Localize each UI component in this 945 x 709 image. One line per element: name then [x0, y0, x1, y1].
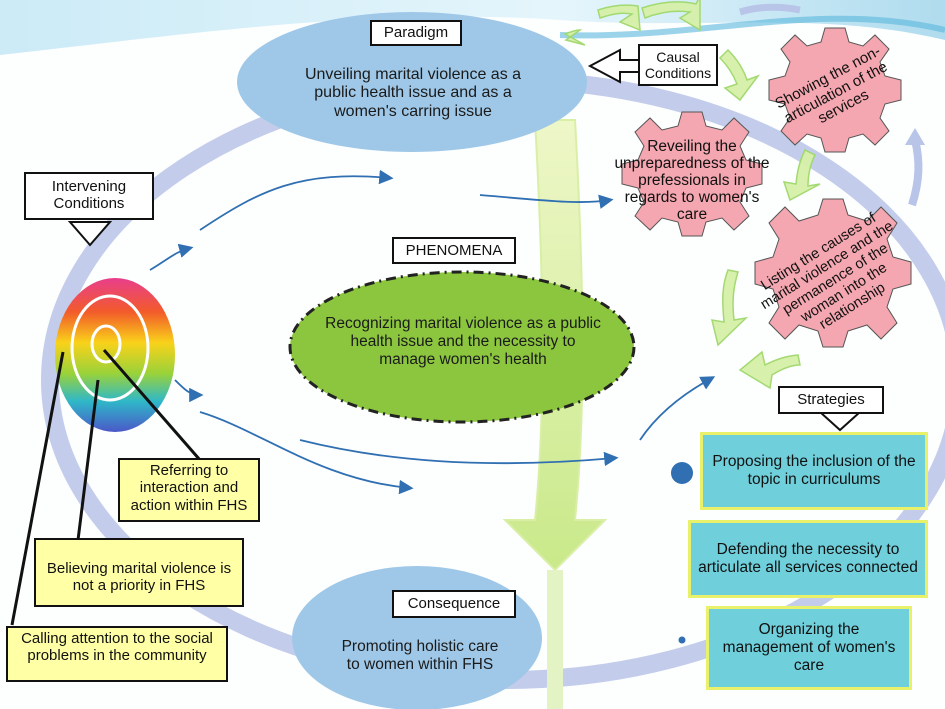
paradigm-ellipse	[237, 12, 587, 152]
phenomena-text: Recognizing marital violence as a public…	[325, 315, 601, 368]
top-sweep-decoration	[0, 0, 945, 55]
paradigm-label: Paradigm	[370, 20, 462, 46]
strategy-bullet-large	[671, 462, 693, 484]
gear-services	[768, 27, 902, 153]
gear-unpreparedness	[621, 111, 763, 237]
intervening-item: Believing marital violence is not a prio…	[34, 538, 244, 607]
intervening-item: Referring to interaction and action with…	[118, 458, 260, 522]
intervening-target	[55, 278, 175, 432]
strategy-item: Proposing the inclusion of the topic in …	[700, 432, 928, 510]
strategy-item: Organizing the management of women's car…	[706, 606, 912, 690]
phenomena-ellipse	[288, 270, 636, 424]
causal-gears	[621, 27, 912, 348]
intervening-item: Calling attention to the social problems…	[6, 626, 228, 682]
strategy-item: Defending the necessity to articulate al…	[688, 520, 928, 598]
flow-arrows	[149, 169, 716, 495]
causal-conditions-label: Causal Conditions	[638, 44, 718, 86]
paradigm-text: Unveiling marital violence as a public h…	[304, 66, 522, 120]
consequence-label: Consequence	[392, 590, 516, 618]
strategies-label: Strategies	[778, 386, 884, 414]
consequence-text: Promoting holistic care to women within …	[341, 638, 499, 673]
intervening-conditions-label: Intervening Conditions	[24, 172, 154, 220]
strategy-bullet-small	[678, 636, 686, 644]
gear-causes	[754, 198, 912, 348]
gear-text: Reveiling the unpreparedness of the pref…	[614, 138, 770, 224]
phenomena-label: PHENOMENA	[392, 237, 516, 264]
